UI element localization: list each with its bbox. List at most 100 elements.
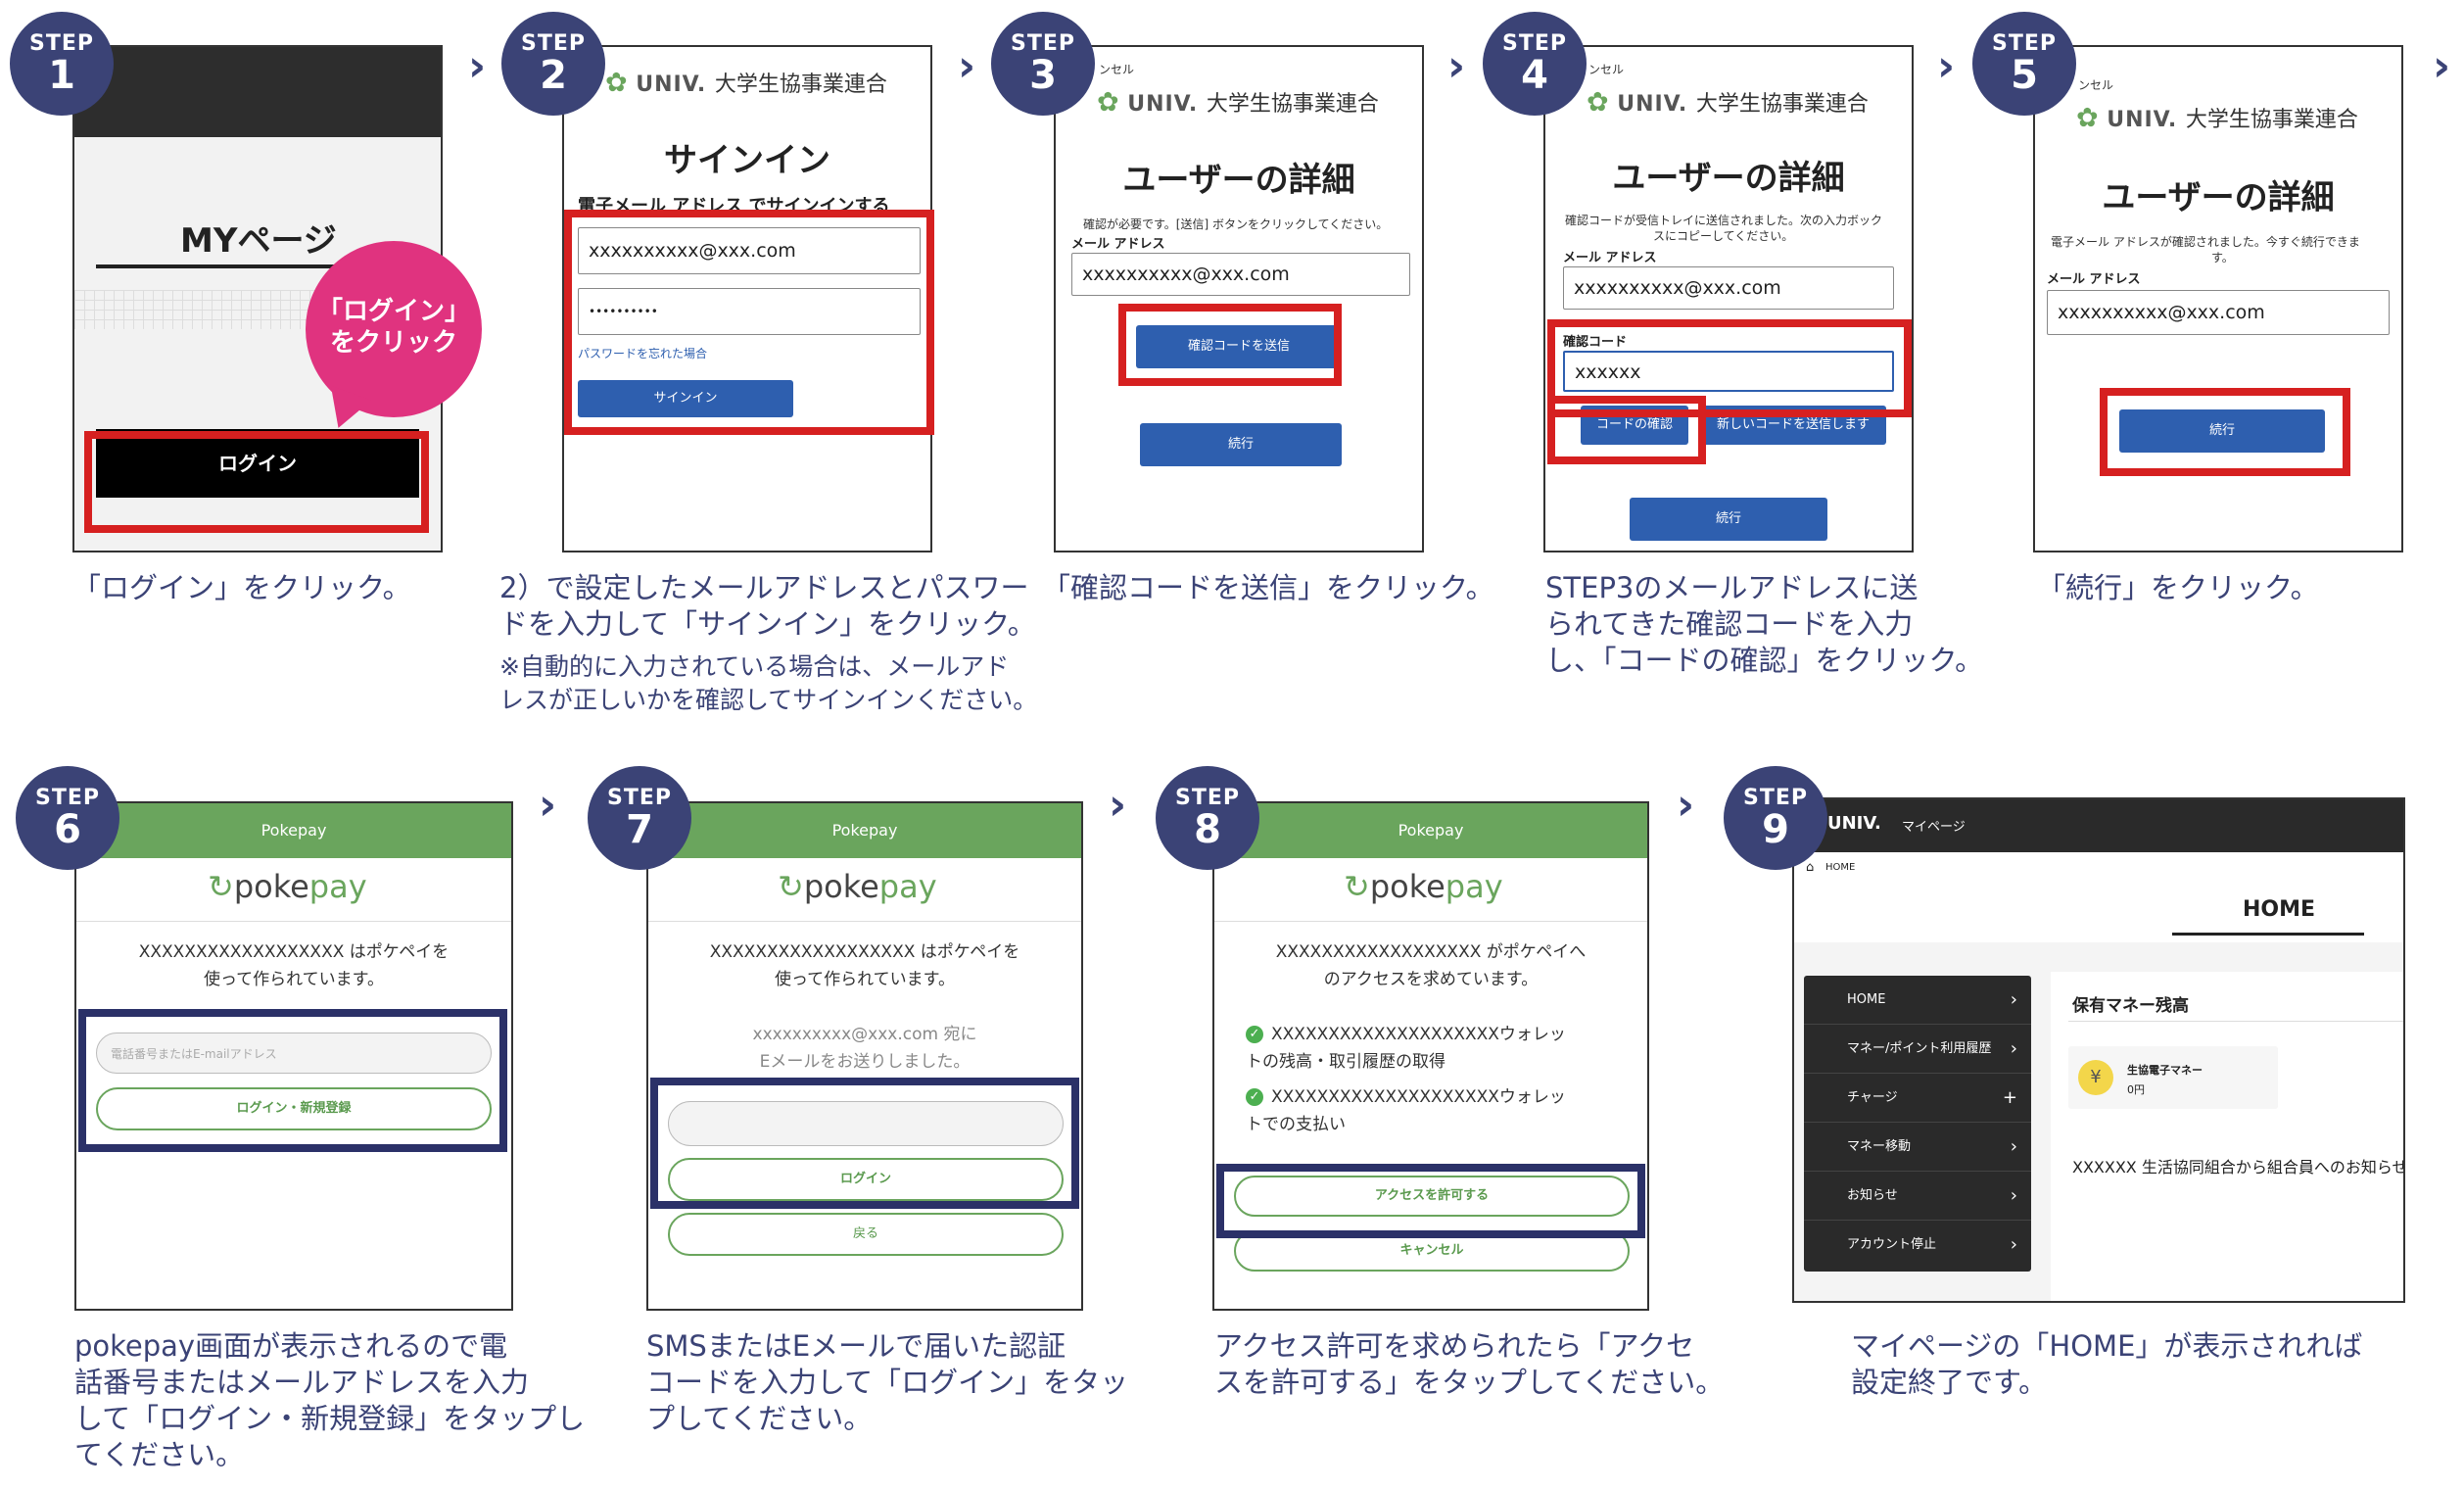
coop-leaf-icon: ✿ <box>1097 87 1119 118</box>
step-3-caption: 「確認コードを送信」をクリック。 <box>1042 570 1494 606</box>
divider <box>76 921 511 922</box>
note-line: レスが正しいかを確認してサインインください。 <box>499 686 1038 714</box>
notice-text[interactable]: XXXXXX 生活協同組合から組合員へのお知らせ <box>2072 1158 2405 1177</box>
login-button[interactable]: ログイン <box>96 429 419 498</box>
step-4-highlight-verify <box>1547 396 1706 464</box>
back-button[interactable]: 戻る <box>668 1213 1064 1256</box>
top-bar: UNIV. マイページ <box>1794 799 2403 852</box>
money-card[interactable]: ¥ 生協電子マネー 0円 <box>2068 1046 2278 1109</box>
cancel-link[interactable]: ンセル <box>1588 63 1625 76</box>
caption-line: プしてください。 <box>646 1402 873 1435</box>
phone-email-input[interactable]: 電話番号またはE-mailアドレス <box>96 1033 492 1074</box>
step-6-highlight <box>78 1009 507 1152</box>
menu-item-transfer[interactable]: マネー移動› <box>1804 1123 2031 1172</box>
mypage-link[interactable]: マイページ <box>1902 820 1966 835</box>
breadcrumb[interactable]: HOME <box>1825 862 1856 873</box>
email-label: メール アドレス <box>1563 251 1657 265</box>
caption-line: 「続行」をクリック。 <box>2037 571 2319 604</box>
continue-button[interactable]: 続行 <box>1140 423 1342 466</box>
email-input[interactable]: xxxxxxxxxx@xxx.com <box>1071 253 1410 296</box>
chevron-right-icon: › <box>1677 780 1695 830</box>
coop-leaf-icon: ✿ <box>1587 87 1609 118</box>
step-5-screen: ンセル ✿ UNIV. 大学生協事業連合 ユーザーの詳細 電子メール アドレスが… <box>2033 45 2403 552</box>
money-name: 生協電子マネー <box>2127 1064 2203 1077</box>
menu-item-history[interactable]: マネー/ポイント利用履歴› <box>1804 1025 2031 1074</box>
message-line-1: 電子メール アドレスが確認されました。今すぐ続行できま <box>2051 235 2360 249</box>
home-icon: ⌂ <box>1806 860 1815 875</box>
caption-line: して「ログイン・新規登録」をタップし <box>74 1402 586 1435</box>
menu-item-suspend[interactable]: アカウント停止› <box>1804 1221 2031 1270</box>
step-8-caption: アクセス許可を求められたら「アクセ スを許可する」をタップしてください。 <box>1214 1328 1724 1401</box>
step-1-caption: 「ログイン」をクリック。 <box>72 570 411 606</box>
email-label: メール アドレス <box>1071 237 1165 252</box>
email-input[interactable]: xxxxxxxxxx@xxx.com <box>2047 290 2390 335</box>
univ-coop-logo: ✿ UNIV. 大学生協事業連合 <box>605 68 887 98</box>
caption-line: 設定終了です。 <box>1851 1366 2048 1399</box>
chevron-right-icon: › <box>2010 1185 2017 1206</box>
main-panel: 保有マネー残高 ¥ 生協電子マネー 0円 XXXXXX 生活協同組合から組合員へ… <box>2051 972 2405 1301</box>
login-register-button[interactable]: ログイン・新規登録 <box>96 1087 492 1130</box>
step-9-screen: UNIV. マイページ ⌂ HOME HOME HOME› マネー/ポイント利用… <box>1792 797 2405 1303</box>
caption-line: 2）で設定したメールアドレスとパスワー <box>499 571 1029 604</box>
title-underline <box>96 264 390 268</box>
caption-line: SMSまたはEメールで届いた認証 <box>646 1329 1066 1363</box>
allow-access-button[interactable]: アクセスを許可する <box>1234 1176 1630 1217</box>
step-4-highlight-code <box>1547 319 1912 417</box>
step-6-screen: Pokepay ↻pokepay XXXXXXXXXXXXXXXXXX はポケペ… <box>74 801 513 1311</box>
step-5-caption: 「続行」をクリック。 <box>2037 570 2319 606</box>
step-2-highlight <box>564 210 934 435</box>
chevron-right-icon: › <box>1109 780 1127 830</box>
email-input[interactable]: xxxxxxxxxx@xxx.com <box>578 227 921 274</box>
coop-leaf-icon: ✿ <box>605 68 628 98</box>
caption-line: し、「コードの確認」をクリック。 <box>1545 644 1984 677</box>
caption-line: マイページの「HOME」が表示されれば <box>1851 1329 2363 1363</box>
chevron-right-icon: › <box>1937 41 1956 91</box>
note-line: ※自動的に入力されている場合は、メールアド <box>499 652 1010 681</box>
password-input[interactable]: •••••••••• <box>578 288 921 335</box>
step-9-caption: マイページの「HOME」が表示されれば 設定終了です。 <box>1851 1328 2362 1401</box>
pokepay-header: Pokepay <box>1214 803 1647 858</box>
home-title: HOME <box>2243 897 2316 922</box>
pokepay-header: Pokepay <box>648 803 1081 858</box>
chevron-right-icon: › <box>2010 1038 2017 1059</box>
continue-button[interactable]: 続行 <box>1630 498 1827 541</box>
title-area: HOME <box>1794 888 2403 942</box>
plus-icon: + <box>2002 1087 2017 1108</box>
send-code-button[interactable]: 確認コードを送信 <box>1136 325 1342 368</box>
message-line-2: す。 <box>2211 251 2234 264</box>
message-text: 確認が必要です。[送信] ボタンをクリックしてください。 <box>1083 217 1389 231</box>
univ-logo: UNIV. <box>1827 813 1881 834</box>
code-input[interactable]: xxxxxx <box>1563 351 1894 392</box>
step-4-caption: STEP3のメールアドレスに送 られてきた確認コードを入力 し、「コードの確認」… <box>1545 570 1983 679</box>
cancel-link[interactable]: ンセル <box>1099 63 1135 76</box>
code-label: 確認コード <box>1563 335 1628 350</box>
intro-text: XXXXXXXXXXXXXXXXXX はポケペイを 使って作られています。 <box>709 942 1020 989</box>
menu-item-notices[interactable]: お知らせ› <box>1804 1172 2031 1221</box>
cancel-link[interactable]: ンセル <box>2078 78 2114 92</box>
code-input[interactable] <box>668 1101 1064 1146</box>
pokepay-logo: ↻pokepay <box>208 868 367 905</box>
callout-bubble: 「ログイン」 をクリック <box>306 241 482 417</box>
check-icon: ✓ <box>1246 1088 1263 1106</box>
menu-item-home[interactable]: HOME› <box>1804 976 2031 1025</box>
menu-item-charge[interactable]: チャージ+ <box>1804 1074 2031 1123</box>
caption-line: てください。 <box>74 1438 245 1471</box>
login-button[interactable]: ログイン <box>668 1158 1064 1201</box>
chevron-right-icon: › <box>2010 1234 2017 1255</box>
email-input[interactable]: xxxxxxxxxx@xxx.com <box>1563 266 1894 310</box>
chevron-right-icon: › <box>468 41 487 91</box>
forgot-password-link[interactable]: パスワードを忘れた場合 <box>578 347 708 360</box>
step-1-highlight <box>84 431 429 533</box>
step-3-screen: ンセル ✿ UNIV. 大学生協事業連合 ユーザーの詳細 確認が必要です。[送信… <box>1054 45 1424 552</box>
step-5-highlight <box>2100 388 2350 476</box>
continue-button[interactable]: 続行 <box>2119 409 2325 453</box>
step-7-caption: SMSまたはEメールで届いた認証 コードを入力して「ログイン」をタッ プしてくだ… <box>646 1328 1128 1437</box>
signin-title: サインイン <box>664 141 830 180</box>
caption-line: 「ログイン」をクリック。 <box>72 571 411 604</box>
signin-button[interactable]: サインイン <box>578 380 793 417</box>
